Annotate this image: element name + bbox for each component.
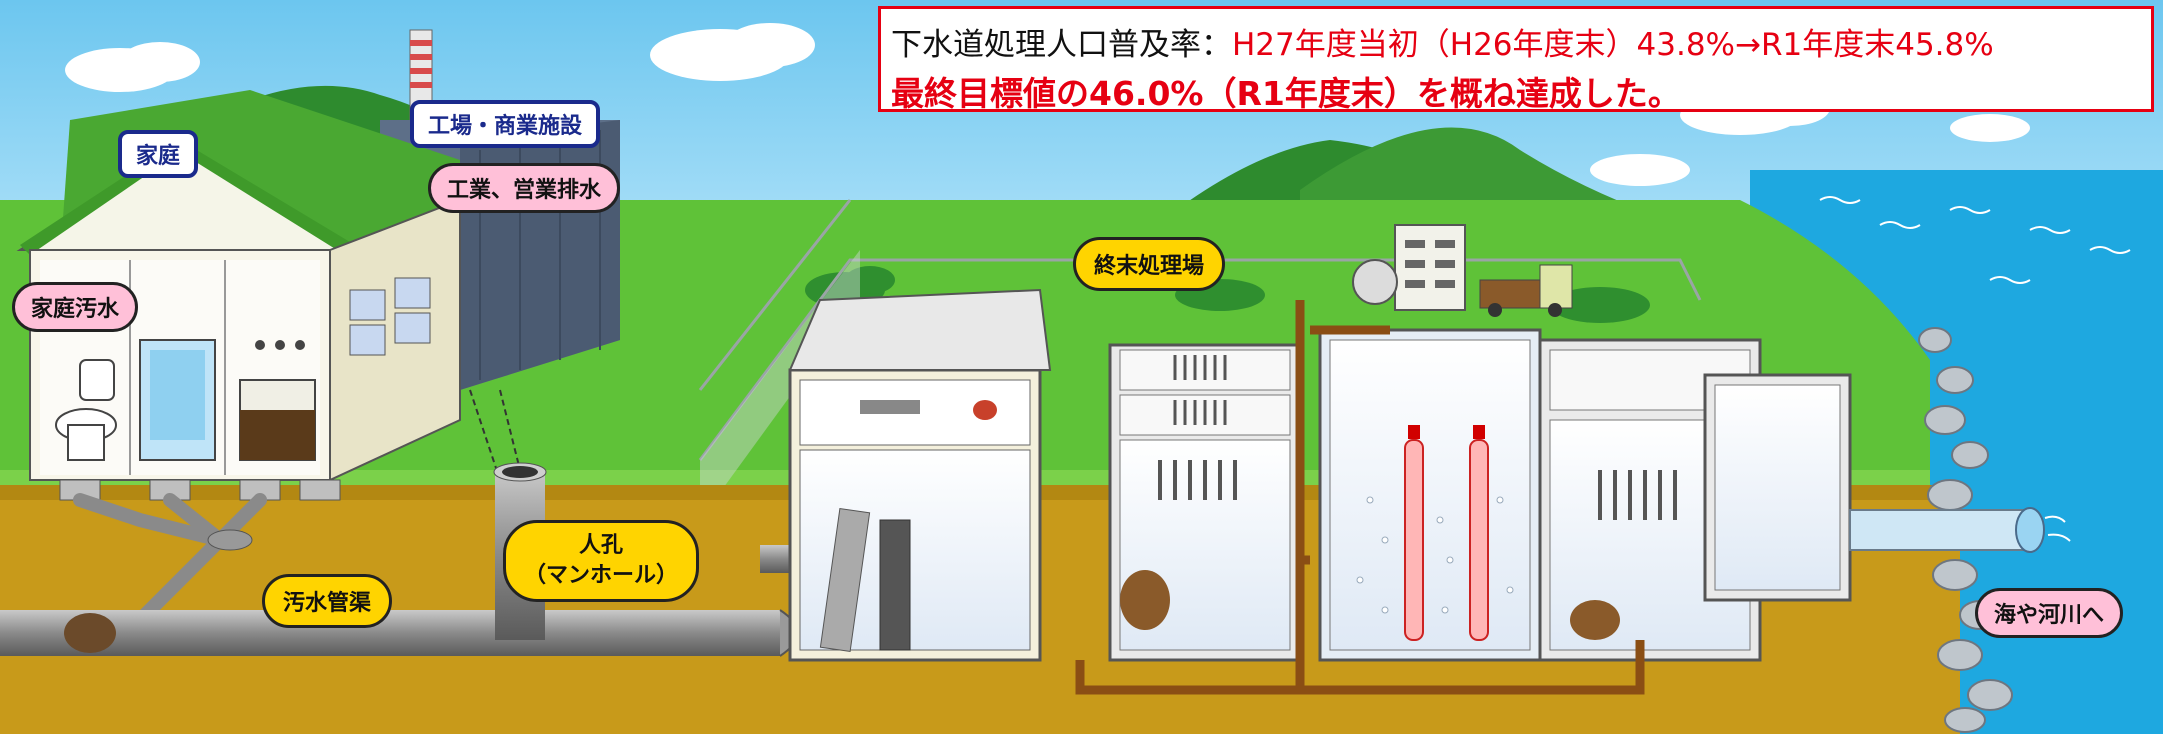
primary-settling-tank <box>1108 343 1302 662</box>
industrial-wastewater-cloud: 工業、営業排水 <box>428 163 621 213</box>
coverage-info-box: 下水道処理人口普及率：H27年度当初（H26年度末）43.8%→R1年度末45.… <box>878 6 2154 113</box>
coverage-rate-prefix: 下水道処理人口普及率： <box>891 27 1232 63</box>
household-label: 家庭 <box>118 130 199 178</box>
coverage-rate-value: H27年度当初（H26年度末）43.8%→R1年度末45.8% <box>1232 27 1994 63</box>
sewer-main-pipe <box>0 610 780 656</box>
house <box>16 90 461 501</box>
manhole-label-line1: 人孔 <box>579 533 624 558</box>
manhole-label-line2: （マンホール） <box>524 563 679 588</box>
achievement-line: 最終目標値の46.0%（R1年度末）を概ね達成した。 <box>891 74 1681 113</box>
aeration-tank <box>1318 328 1542 662</box>
sewer-pipe-cloud: 汚水管渠 <box>262 574 393 628</box>
sludge-building <box>1352 224 1466 311</box>
disinfection-tank <box>1703 373 1852 602</box>
grit-chamber <box>788 288 1052 662</box>
truck <box>1479 264 1573 317</box>
coverage-rate-line: 下水道処理人口普及率：H27年度当初（H26年度末）43.8%→R1年度末45.… <box>891 19 1994 64</box>
fence <box>698 199 1702 461</box>
sludge-pipes <box>1075 300 1645 695</box>
manhole-cloud: 人孔 （マンホール） <box>503 520 700 602</box>
domestic-wastewater-cloud: 家庭汚水 <box>12 282 139 332</box>
factory-label: 工場・商業施設 <box>410 100 601 148</box>
treatment-plant-cloud: 終末処理場 <box>1073 237 1226 291</box>
outlet-cloud: 海や河川へ <box>1975 588 2124 638</box>
